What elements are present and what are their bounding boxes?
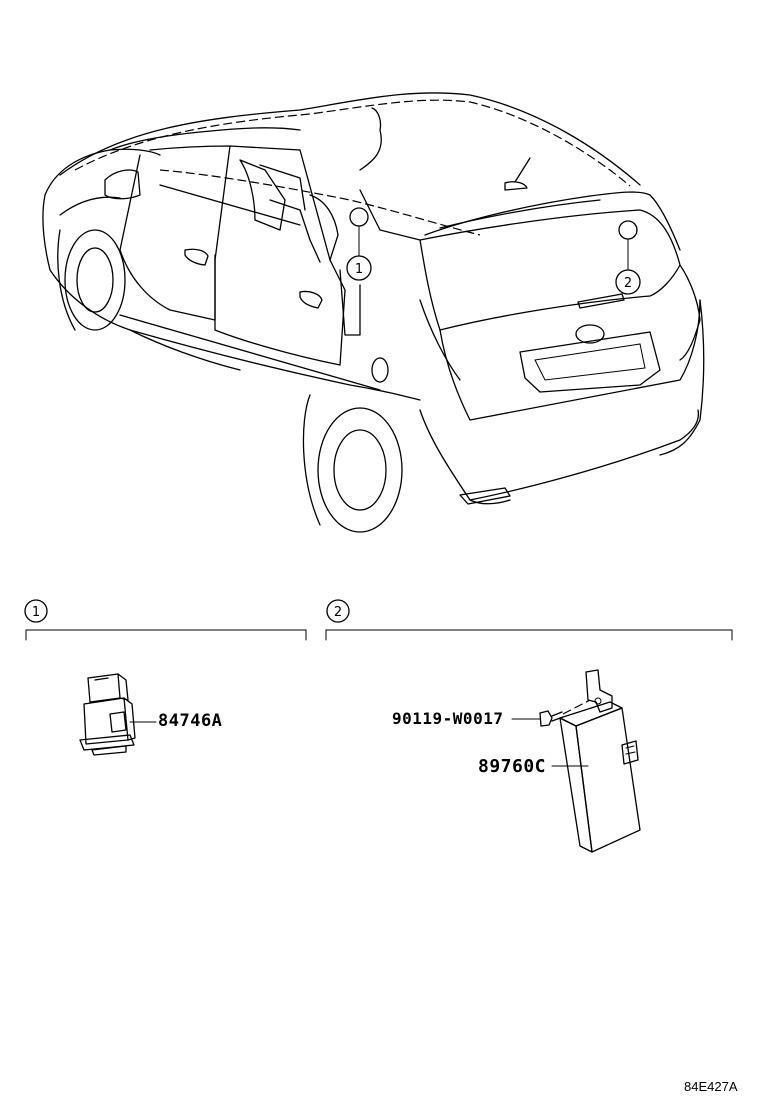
- callout-2-number: 2: [624, 276, 632, 291]
- section-1-marker: 1: [32, 605, 40, 620]
- illustration-code: 84E427A: [684, 1079, 738, 1094]
- bolt-part-90119-W0017: [511, 699, 591, 727]
- part-number-89760C: 89760C: [478, 756, 547, 777]
- callout-1-number: 1: [355, 262, 363, 277]
- part-number-90119-W0017: 90119-W0017: [392, 709, 504, 728]
- section-1-header: 1: [24, 599, 307, 641]
- section-2-header: 2: [325, 599, 733, 641]
- callout-1-marker: 1: [346, 207, 372, 281]
- callout-2-marker: 2: [615, 220, 641, 295]
- section-2-marker: 2: [334, 605, 342, 620]
- module-part-89760C: [551, 669, 641, 853]
- vehicle-illustration: [42, 92, 705, 533]
- part-number-84746A: 84746A: [158, 711, 223, 731]
- switch-part-84746A: [79, 673, 157, 756]
